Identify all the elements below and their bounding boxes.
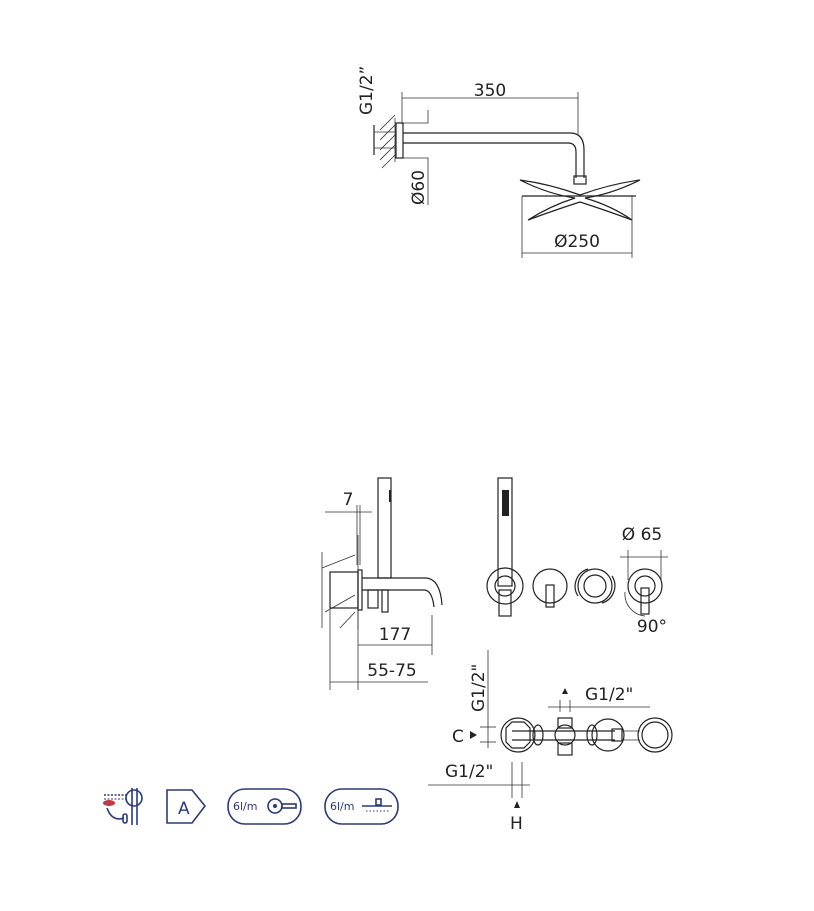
- feature-badges: A 6l/m 6l/m: [103, 788, 399, 825]
- valve-body-drawing: G1/2" C G1/2" G1/2" H: [428, 650, 673, 834]
- wall-offset-label: 7: [343, 490, 354, 510]
- rotation-angle-label: 90°: [637, 617, 667, 637]
- dimension-head: Ø250: [521, 196, 633, 258]
- head-shower-icon: [362, 798, 392, 812]
- shower-head: [519, 179, 641, 221]
- plate-diameter-label: Ø 65: [622, 525, 662, 545]
- cold-label: C: [452, 727, 464, 747]
- spout-length-label: 177: [379, 625, 411, 645]
- mixer-front-drawing: Ø 65 90°: [486, 477, 668, 637]
- dimension-55-75: 55-75: [329, 610, 428, 690]
- energy-class-label: A: [178, 799, 190, 819]
- dimension-flange: Ø60: [403, 110, 429, 205]
- hand-shower-flow-label: 6l/m: [233, 800, 257, 813]
- dimension-177: 177: [357, 610, 433, 690]
- arm-length-label: 350: [474, 81, 506, 101]
- diverter-icon: [103, 788, 143, 825]
- thread-vertical-label: G1/2": [469, 664, 489, 712]
- flange-diameter-label: Ø60: [409, 170, 429, 205]
- dimension-350: 350: [401, 81, 579, 135]
- dimension-7: 7: [325, 490, 372, 565]
- wall-hatch: [321, 535, 359, 630]
- shower-arm-drawing: 350 Ø60 G1/2” Ø250: [357, 66, 641, 258]
- head-shower-flow-label: 6l/m: [330, 800, 354, 813]
- hand-shower-flow-badge: 6l/m: [227, 788, 302, 825]
- mixer-side-drawing: 7 177 55-75: [321, 477, 443, 690]
- hot-label: H: [510, 814, 523, 834]
- depth-range-label: 55-75: [367, 661, 416, 681]
- thread-label: G1/2”: [357, 66, 377, 115]
- thread-bottom-label: G1/2": [445, 762, 493, 782]
- wall-hatch: [379, 114, 396, 169]
- head-shower-flow-badge: 6l/m: [324, 788, 399, 825]
- energy-class-badge: A: [166, 789, 207, 824]
- thread-top-label: G1/2": [585, 685, 633, 705]
- head-diameter-label: Ø250: [554, 232, 600, 252]
